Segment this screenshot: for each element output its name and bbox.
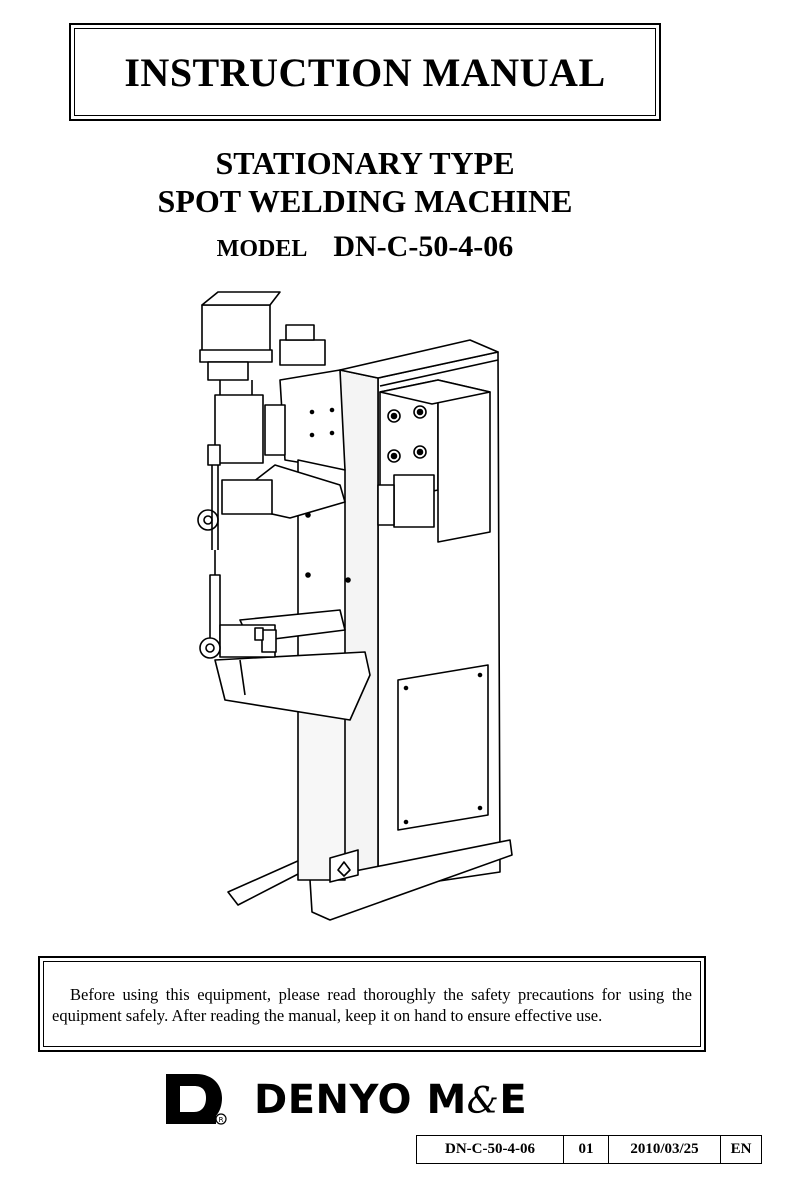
document-info-table: DN-C-50-4-06 01 2010/03/25 EN [416,1135,762,1164]
brand-name-part-1: DENYO M [254,1077,467,1123]
welding-machine-illustration [197,291,513,921]
doc-language: EN [720,1135,762,1164]
title-box-inner: INSTRUCTION MANUAL [74,28,656,116]
model-label: MODEL [216,236,308,262]
document-info-row: DN-C-50-4-06 01 2010/03/25 EN [416,1135,762,1164]
subtitle-line-1: STATIONARY TYPE [215,145,515,181]
subtitle-line-2: SPOT WELDING MACHINE [157,183,573,219]
svg-text:R: R [219,1116,224,1124]
denyo-d-logo-icon: R [166,1074,227,1125]
brand-ampersand: & [466,1081,500,1122]
manual-title: INSTRUCTION MANUAL [124,49,606,95]
denyo-logo: R DENYO M&E [166,1070,576,1130]
doc-revision: 01 [563,1135,609,1164]
safety-notice-text: Before using this equipment, please read… [43,961,701,1047]
brand-name: DENYO M&E [254,1072,527,1130]
safety-notice: Before using this equipment, please read… [38,956,706,1052]
model-line: MODEL DN-C-50-4-06 [0,230,730,264]
model-value: DN-C-50-4-06 [333,230,514,263]
doc-code: DN-C-50-4-06 [416,1135,564,1164]
doc-date: 2010/03/25 [608,1135,721,1164]
title-box: INSTRUCTION MANUAL [69,23,661,121]
brand-name-part-2: E [499,1077,528,1123]
